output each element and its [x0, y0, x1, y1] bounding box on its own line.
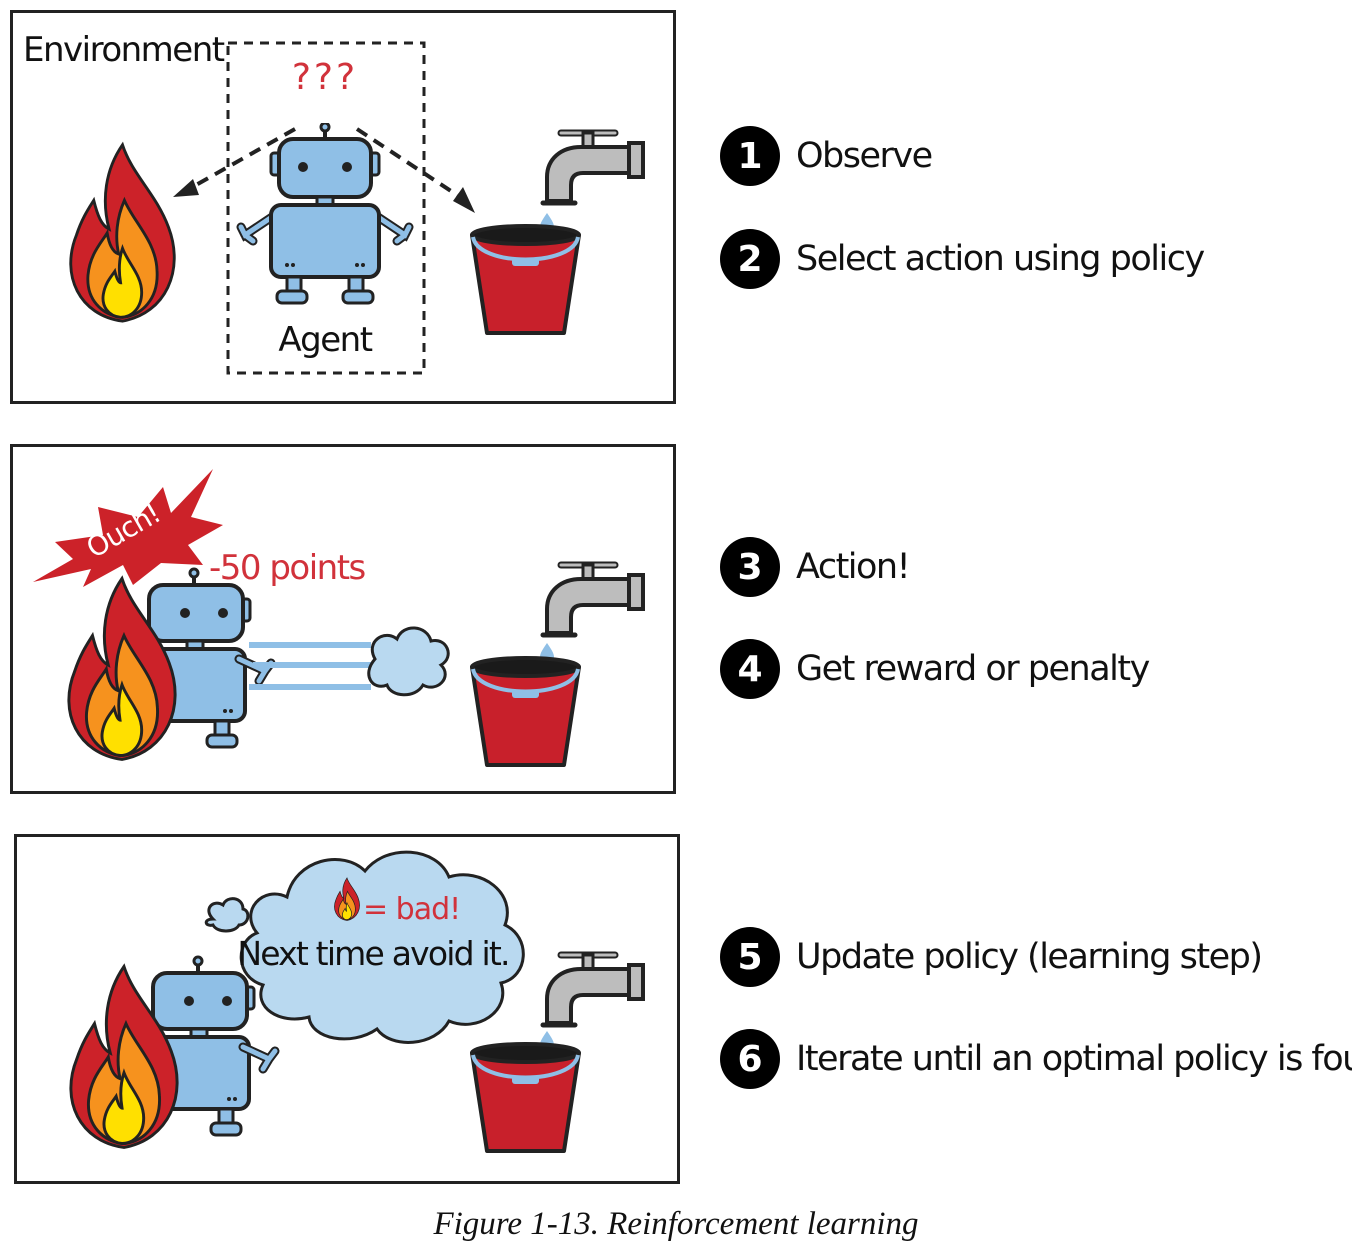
- ouch-burst-icon: [33, 469, 223, 587]
- step-label: Iterate until an optimal policy is found: [796, 1039, 1352, 1079]
- panel-observe: Environment ??? Agent: [10, 10, 676, 404]
- panel-action: Ouch! -50 points: [10, 444, 676, 794]
- step-action: 3 Action!: [720, 536, 911, 598]
- agent-label: Agent: [278, 320, 372, 360]
- bucket-icon: [470, 656, 581, 767]
- step-number-badge: 6: [720, 1029, 780, 1089]
- step-observe: 1 Observe: [720, 125, 933, 187]
- step-number-badge: 2: [720, 229, 780, 289]
- figure-caption: Figure 1-13. Reinforcement learning: [433, 1206, 919, 1242]
- bad-label: = bad!: [363, 892, 460, 927]
- step-label: Action!: [796, 547, 911, 587]
- step-number-badge: 4: [720, 639, 780, 699]
- step-label: Update policy (learning step): [796, 937, 1263, 977]
- step-label: Observe: [796, 136, 933, 176]
- step-select-action: 2 Select action using policy: [720, 228, 1205, 290]
- arrow-left-head-icon: [173, 179, 199, 197]
- step-number-badge: 5: [720, 927, 780, 987]
- step-number-badge: 1: [720, 126, 780, 186]
- panel-update: = bad! Next time avoid it.: [14, 834, 680, 1184]
- step-number-badge: 3: [720, 537, 780, 597]
- step-iterate: 6 Iterate until an optimal policy is fou…: [720, 1028, 1352, 1090]
- arrow-right-head-icon: [453, 187, 475, 213]
- step-label: Select action using policy: [796, 239, 1205, 279]
- environment-label: Environment: [23, 30, 225, 70]
- water-tap-icon: [543, 565, 643, 635]
- observe-arrow-right: [355, 127, 465, 201]
- penalty-label: -50 points: [209, 548, 366, 588]
- water-tap-icon: [543, 133, 643, 203]
- fire-icon: [69, 143, 176, 323]
- bucket-icon: [470, 1042, 581, 1153]
- water-cloud-icon: [367, 626, 450, 697]
- water-tap-icon: [543, 955, 643, 1025]
- question-marks: ???: [292, 57, 358, 98]
- robot-agent-icon: [241, 123, 409, 303]
- step-update-policy: 5 Update policy (learning step): [720, 926, 1263, 988]
- thought-small-cloud-icon: [204, 897, 250, 933]
- observe-arrow-left: [188, 127, 296, 191]
- bucket-icon: [470, 224, 581, 335]
- thought-cloud: [239, 850, 525, 1044]
- step-reward: 4 Get reward or penalty: [720, 638, 1150, 700]
- step-label: Get reward or penalty: [796, 649, 1150, 689]
- thought-label: Next time avoid it.: [237, 934, 508, 973]
- agent-dashed-box: [226, 41, 426, 375]
